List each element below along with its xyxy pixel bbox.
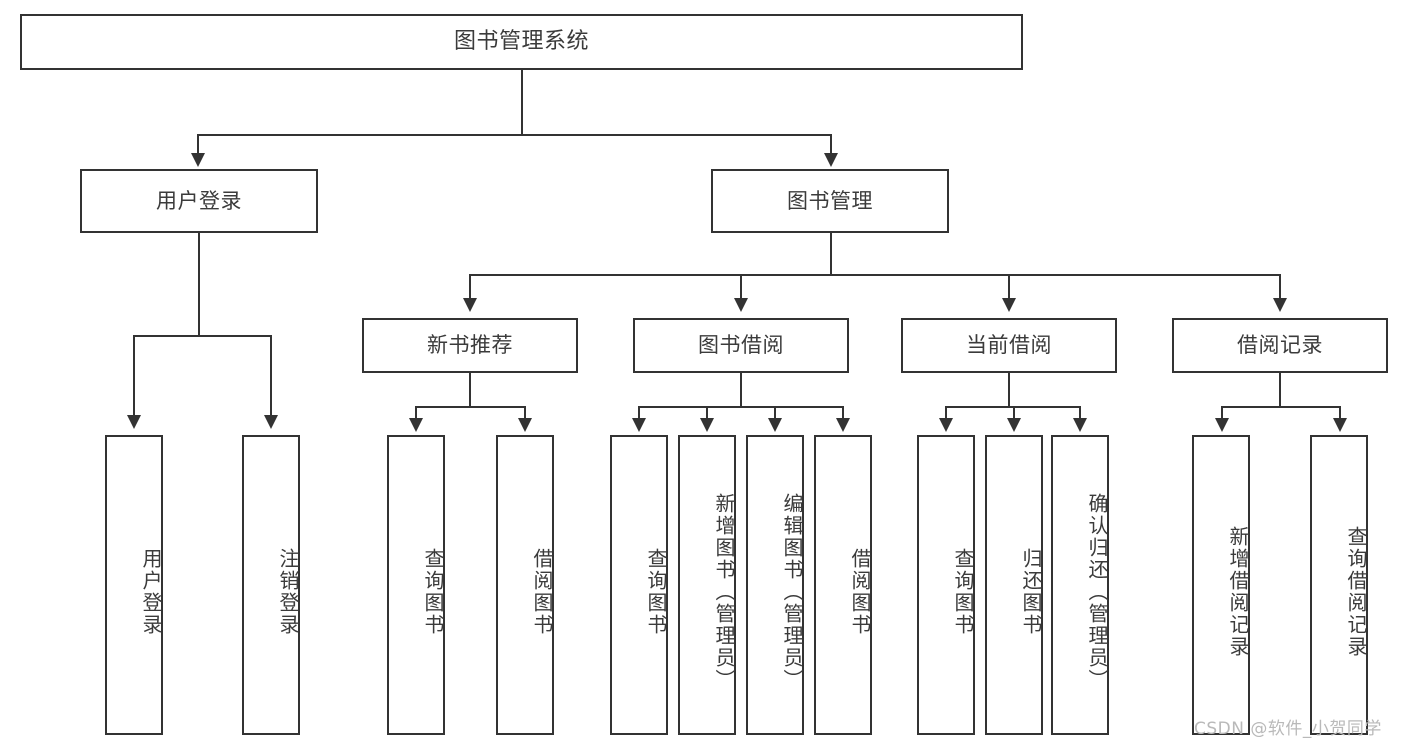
node-label: 图书管理系统 [453, 29, 589, 55]
arrow-leaf-borrow-book-1 [518, 418, 532, 432]
arrow-user-login [191, 153, 205, 167]
arrow-leaf-edit-book [768, 418, 782, 432]
arrow-new-book-recommend [463, 298, 477, 312]
connector-drop-leaf-logout [270, 335, 272, 417]
arrow-current-borrow [1002, 298, 1016, 312]
node-label: 确认归还（管理员） [1085, 493, 1109, 691]
arrow-leaf-query-book-2 [632, 418, 646, 432]
node-label: 查询借阅记录 [1344, 526, 1368, 658]
node-label: 图书管理 [787, 188, 873, 213]
connector-drop-new-book-recommend [469, 274, 471, 300]
leaf-add-borrow-record[interactable]: 新增借阅记录 [1192, 435, 1250, 735]
connector-drop-user-login [197, 134, 199, 155]
arrow-leaf-confirm-return [1073, 418, 1087, 432]
node-label: 查询图书 [644, 548, 668, 636]
node-label: 查询图书 [421, 548, 445, 636]
node-label: 图书借阅 [698, 333, 784, 358]
connector-borrow-record-bus [1221, 406, 1339, 408]
connector-drop-leaf-borrow-book-1 [524, 406, 526, 420]
arrow-leaf-query-book-1 [409, 418, 423, 432]
arrow-leaf-logout [264, 415, 278, 429]
node-label: 借阅图书 [848, 548, 872, 636]
leaf-query-borrow-record[interactable]: 查询借阅记录 [1310, 435, 1368, 735]
leaf-user-login[interactable]: 用户登录 [105, 435, 163, 735]
node-label: 编辑图书（管理员） [780, 493, 804, 691]
arrow-leaf-add-borrow-record [1215, 418, 1229, 432]
node-book-borrow[interactable]: 图书借阅 [633, 318, 849, 373]
leaf-borrow-book-borrow[interactable]: 借阅图书 [814, 435, 872, 735]
leaf-query-book-recommend[interactable]: 查询图书 [387, 435, 445, 735]
connector-new-book-recommend-stem [469, 373, 471, 406]
leaf-query-book-borrow[interactable]: 查询图书 [610, 435, 668, 735]
connector-user-login-bus [133, 335, 271, 337]
connector-root-bus [197, 134, 832, 136]
connector-book-management-stem [830, 233, 832, 274]
node-label: 查询图书 [951, 548, 975, 636]
connector-drop-leaf-query-book-3 [945, 406, 947, 420]
connector-drop-leaf-borrow-book-2 [842, 406, 844, 420]
connector-book-borrow-bus [638, 406, 842, 408]
connector-drop-leaf-return-book [1013, 406, 1015, 420]
connector-drop-leaf-query-book-2 [638, 406, 640, 420]
connector-user-login-stem [198, 233, 200, 335]
arrow-leaf-return-book [1007, 418, 1021, 432]
connector-drop-leaf-query-book-1 [415, 406, 417, 420]
connector-drop-book-management [830, 134, 832, 155]
connector-drop-leaf-add-book [706, 406, 708, 420]
node-label: 注销登录 [276, 548, 300, 636]
connector-drop-leaf-query-borrow-record [1339, 406, 1341, 420]
node-label: 借阅记录 [1237, 333, 1323, 358]
node-label: 用户登录 [156, 188, 242, 213]
connector-current-borrow-bus [945, 406, 1079, 408]
arrow-book-borrow [734, 298, 748, 312]
arrow-leaf-query-borrow-record [1333, 418, 1347, 432]
leaf-borrow-book-recommend[interactable]: 借阅图书 [496, 435, 554, 735]
connector-drop-leaf-edit-book [774, 406, 776, 420]
connector-current-borrow-stem [1008, 373, 1010, 406]
connector-new-book-recommend-bus [415, 406, 526, 408]
connector-drop-book-borrow [740, 274, 742, 300]
connector-level3-bus [469, 274, 1280, 276]
connector-drop-borrow-record [1279, 274, 1281, 300]
leaf-logout[interactable]: 注销登录 [242, 435, 300, 735]
node-user-login[interactable]: 用户登录 [80, 169, 318, 233]
node-label: 当前借阅 [966, 333, 1052, 358]
arrow-leaf-query-book-3 [939, 418, 953, 432]
leaf-edit-book-admin[interactable]: 编辑图书（管理员） [746, 435, 804, 735]
connector-drop-leaf-add-borrow-record [1221, 406, 1223, 420]
connector-drop-leaf-confirm-return [1079, 406, 1081, 420]
csdn-watermark: CSDN @软件_小贺同学 [1194, 719, 1382, 739]
node-new-book-recommend[interactable]: 新书推荐 [362, 318, 578, 373]
leaf-confirm-return-admin[interactable]: 确认归还（管理员） [1051, 435, 1109, 735]
connector-drop-current-borrow [1008, 274, 1010, 300]
node-label: 用户登录 [139, 548, 163, 636]
node-label: 新增借阅记录 [1226, 526, 1250, 658]
node-current-borrow[interactable]: 当前借阅 [901, 318, 1117, 373]
connector-borrow-record-stem [1279, 373, 1281, 406]
arrow-borrow-record [1273, 298, 1287, 312]
node-label: 新书推荐 [427, 333, 513, 358]
node-label: 新增图书（管理员） [712, 493, 736, 691]
connector-book-borrow-stem [740, 373, 742, 406]
node-label: 借阅图书 [530, 548, 554, 636]
arrow-leaf-user-login [127, 415, 141, 429]
arrow-leaf-borrow-book-2 [836, 418, 850, 432]
node-book-management[interactable]: 图书管理 [711, 169, 949, 233]
connector-root-stem [521, 70, 523, 134]
arrow-book-management [824, 153, 838, 167]
node-root-library-management-system[interactable]: 图书管理系统 [20, 14, 1023, 70]
leaf-return-book[interactable]: 归还图书 [985, 435, 1043, 735]
arrow-leaf-add-book [700, 418, 714, 432]
leaf-query-book-current[interactable]: 查询图书 [917, 435, 975, 735]
connector-drop-leaf-user-login [133, 335, 135, 417]
node-label: 归还图书 [1019, 548, 1043, 636]
node-borrow-record[interactable]: 借阅记录 [1172, 318, 1388, 373]
leaf-add-book-admin[interactable]: 新增图书（管理员） [678, 435, 736, 735]
